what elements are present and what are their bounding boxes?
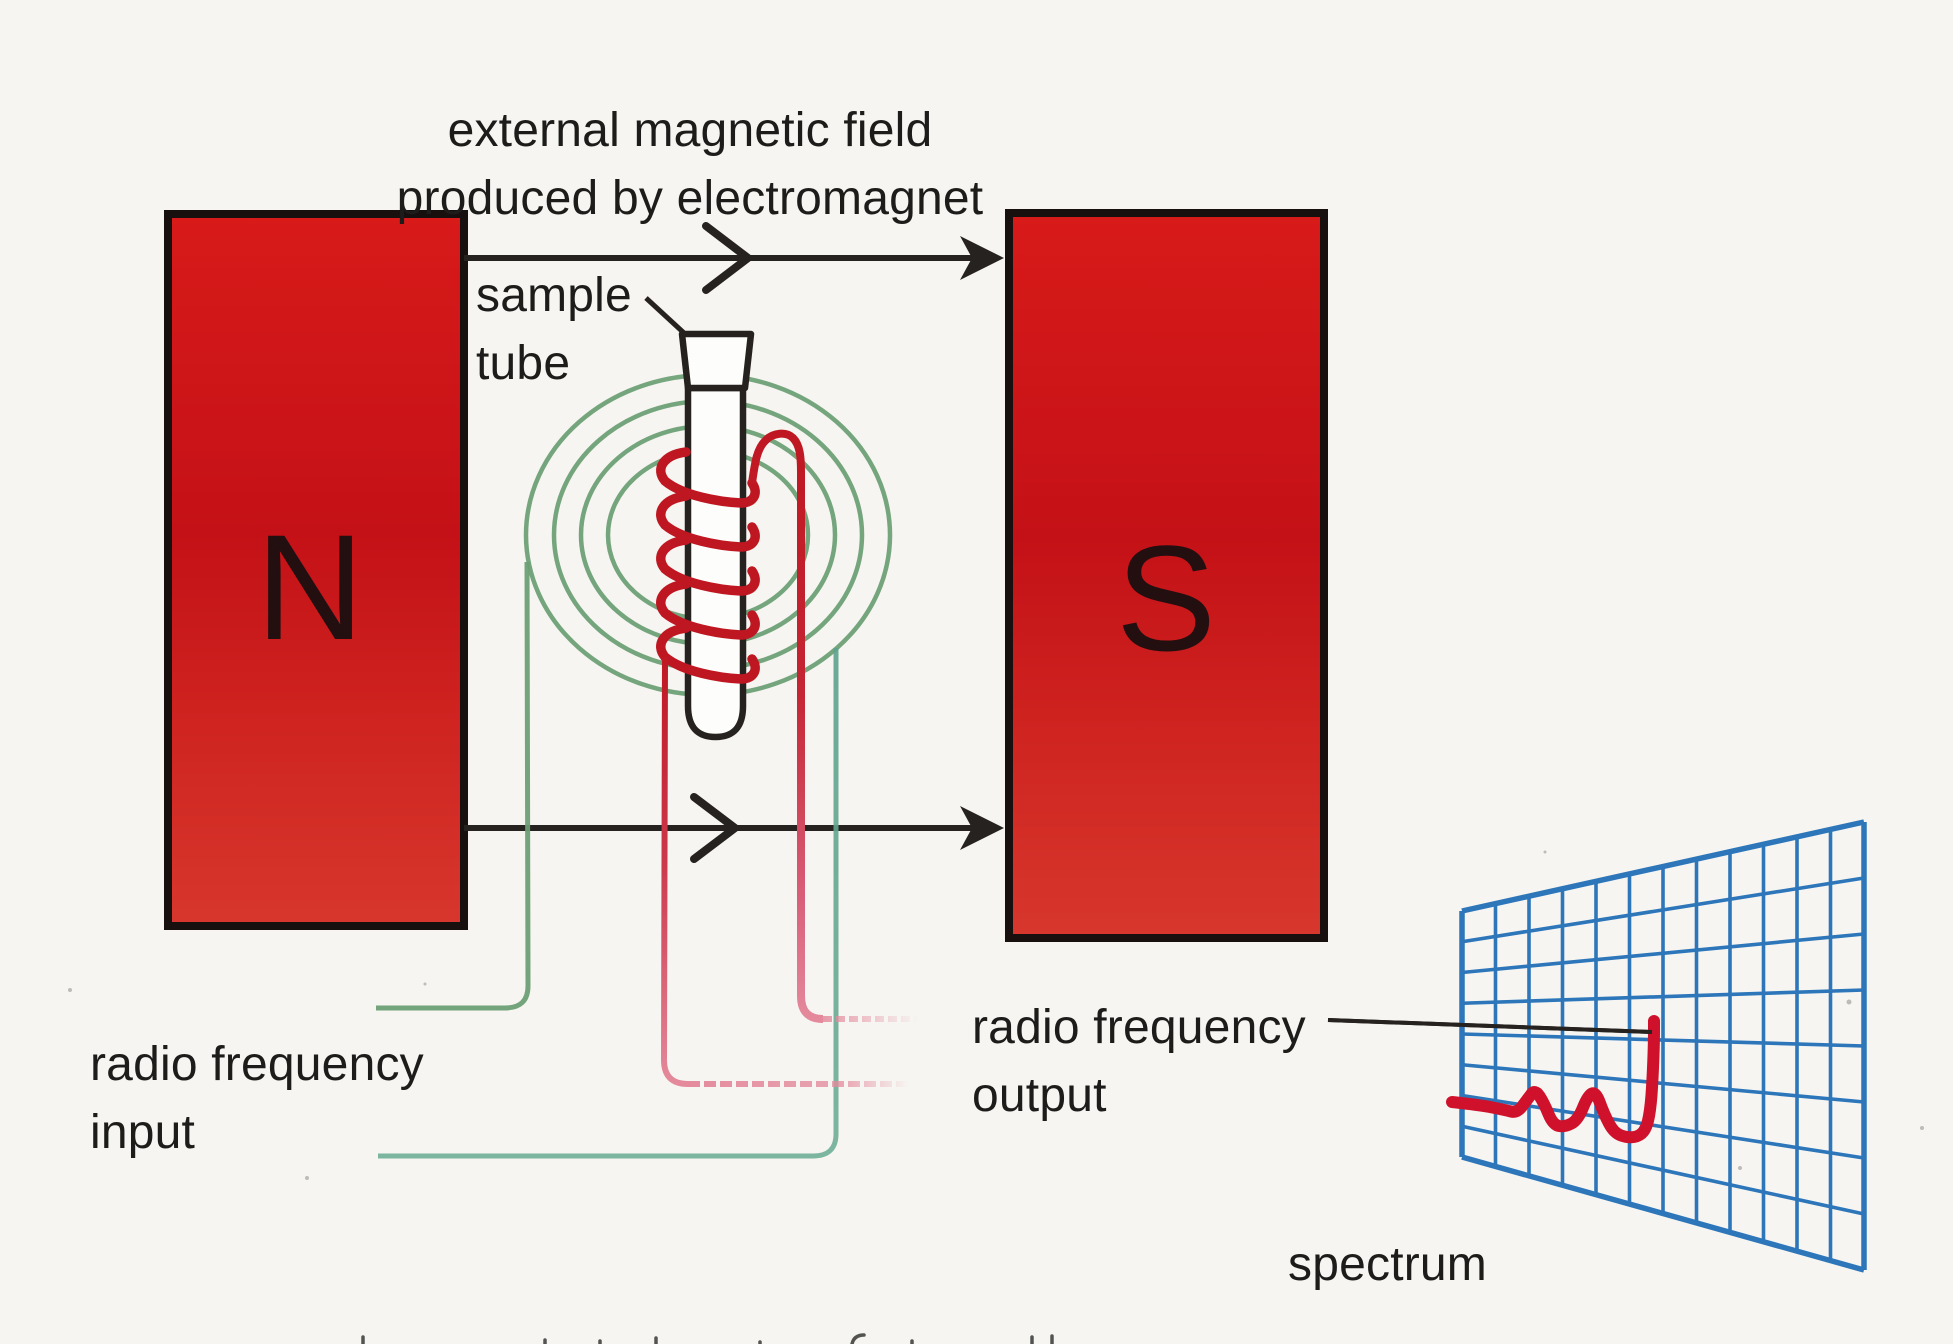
- rf-input-label: radio frequency input: [90, 1038, 424, 1159]
- sample-tube-label: sample tube: [476, 269, 632, 390]
- title-line1: external magnetic field: [447, 104, 933, 157]
- title-external-field: external magnetic field produced by elec…: [397, 97, 984, 233]
- magnet-north: [164, 210, 468, 930]
- teal-wire-right-lead: [378, 648, 839, 1159]
- rf-coil-helix: [656, 447, 760, 684]
- magnet-north-letter: N: [255, 503, 365, 671]
- cropped-caption-fragment: [361, 1333, 1054, 1344]
- spectrum-grid: [1459, 819, 1867, 1273]
- rf-output-label: radio frequency output: [972, 1001, 1306, 1122]
- red-wire-left-lead: [660, 656, 689, 1087]
- field-arrow-bottom: [464, 793, 1004, 863]
- sample-tube-cap: [678, 330, 755, 392]
- green-wire-left-lead: [376, 561, 531, 1011]
- field-arrow-top: [464, 222, 1004, 294]
- magnet-south-letter: S: [1115, 514, 1217, 682]
- sample-tube: [678, 330, 755, 741]
- paper-specks: [68, 850, 1924, 1180]
- spectrum-trace: [1446, 1015, 1660, 1144]
- magnet-south: [1005, 209, 1328, 942]
- spectrum-label: spectrum: [1288, 1238, 1487, 1291]
- red-wire-right-loop: [748, 429, 824, 1023]
- title-line2: produced by electromagnet: [396, 172, 984, 225]
- sample-tube-pointer-line: [644, 296, 686, 335]
